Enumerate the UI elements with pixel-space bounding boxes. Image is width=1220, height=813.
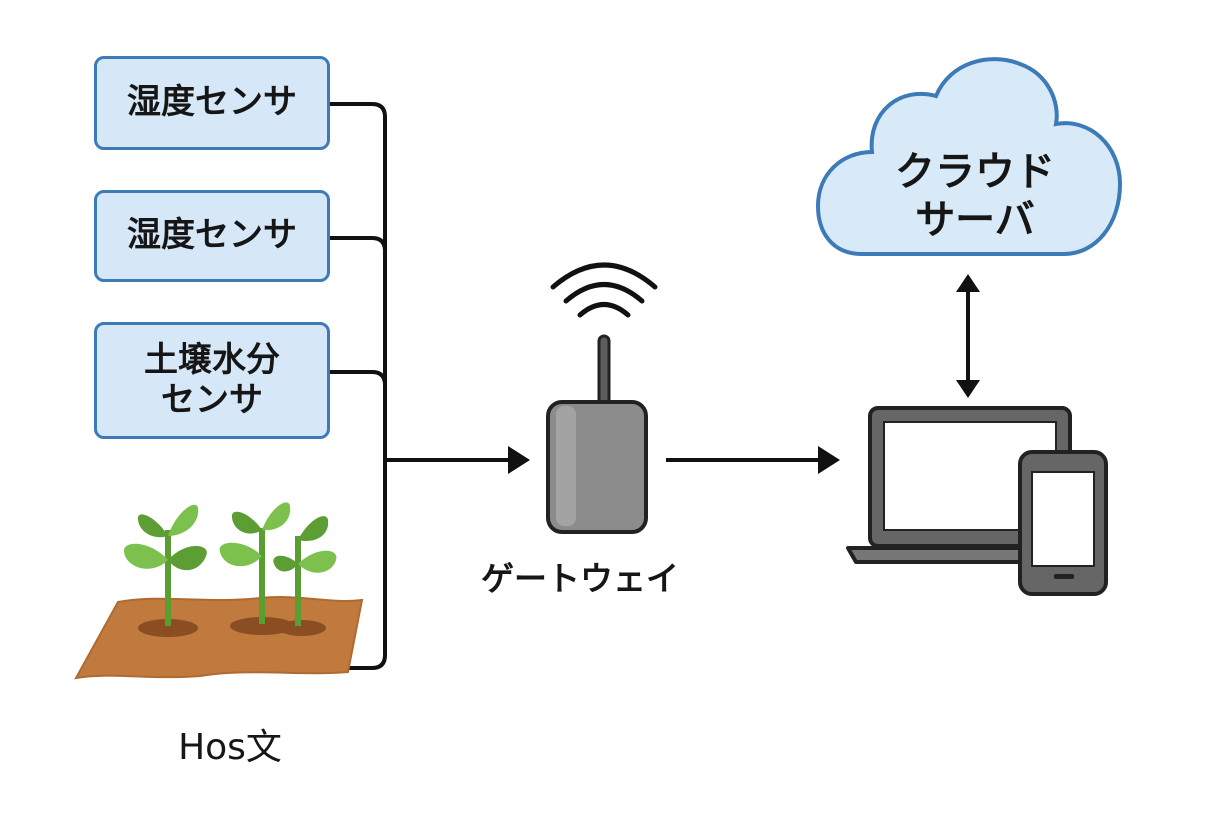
- cloud-label-line-2: サーバ: [915, 197, 1035, 243]
- plant-icon: [74, 502, 364, 680]
- gateway-label: ゲートウェイ: [481, 559, 679, 598]
- sensor-label: 湿度センサ: [127, 82, 297, 123]
- sensor-box-humidity-1: 湿度センサ: [94, 56, 330, 150]
- sensor-box-humidity-2: 湿度センサ: [94, 190, 330, 282]
- cloud-icon: [815, 57, 1123, 256]
- cloud-label-line-1: クラウド: [895, 149, 1055, 195]
- arrow-to-gateway: [385, 446, 530, 474]
- sensor-label: 湿度センサ: [127, 215, 297, 256]
- sensor-box-soil-moisture: 土壌水分 センサ: [94, 322, 330, 439]
- sensor-bus-connector: [330, 102, 387, 670]
- sensor-label-line-2: センサ: [161, 379, 263, 420]
- smartphone-icon: [1018, 450, 1108, 596]
- arrow-to-devices: [666, 446, 840, 474]
- arrow-cloud-devices: [956, 274, 980, 398]
- cloud-server-label: クラウド サーバ: [840, 148, 1110, 244]
- sensor-label-line-1: 土壌水分: [144, 340, 280, 381]
- gateway-router-icon: [546, 334, 648, 534]
- field-label: Hos文: [178, 727, 282, 768]
- wifi-icon: [550, 262, 658, 318]
